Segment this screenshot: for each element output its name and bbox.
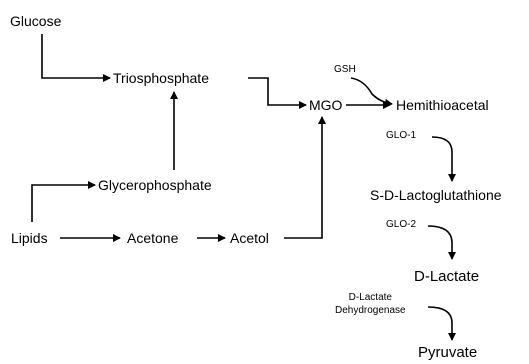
node-mgo: MGO (309, 97, 343, 113)
node-glucose: Glucose (10, 13, 62, 29)
arrow-gsh-input (350, 77, 393, 107)
arrow-glo1 (431, 136, 456, 182)
node-d-lactate: D-Lactate (414, 268, 480, 285)
node-gsh: GSH (334, 64, 356, 75)
node-s-d-lactoglutathione: S-D-Lactoglutathione (370, 187, 502, 203)
node-acetone: Acetone (127, 230, 179, 246)
arrow-dehydrogenase (427, 306, 456, 341)
arrow-triosphosphate-mgo (248, 77, 307, 109)
node-triosphosphate: Triosphosphate (113, 70, 209, 86)
node-pyruvate: Pyruvate (418, 344, 478, 361)
node-lipids: Lipids (11, 230, 48, 246)
node-hemithioacetal: Hemithioacetal (396, 97, 489, 113)
node-acetol: Acetol (230, 230, 269, 246)
label-d-lactate-dehydrogenase: D-Lactate Dehydrogenase (335, 291, 406, 317)
node-glycerophosphate: Glycerophosphate (98, 177, 212, 193)
arrow-lipids-glycerophosphate (31, 181, 96, 222)
arrow-acetol-mgo (284, 116, 326, 239)
label-dehydrogenase-line1: D-Lactate (348, 292, 392, 303)
label-glo2: GLO-2 (386, 219, 417, 230)
label-glo1: GLO-1 (386, 130, 417, 141)
label-dehydrogenase-line2: Dehydrogenase (335, 305, 406, 316)
arrow-glucose-triosphosphate (41, 34, 111, 82)
arrow-glo2 (427, 225, 456, 260)
